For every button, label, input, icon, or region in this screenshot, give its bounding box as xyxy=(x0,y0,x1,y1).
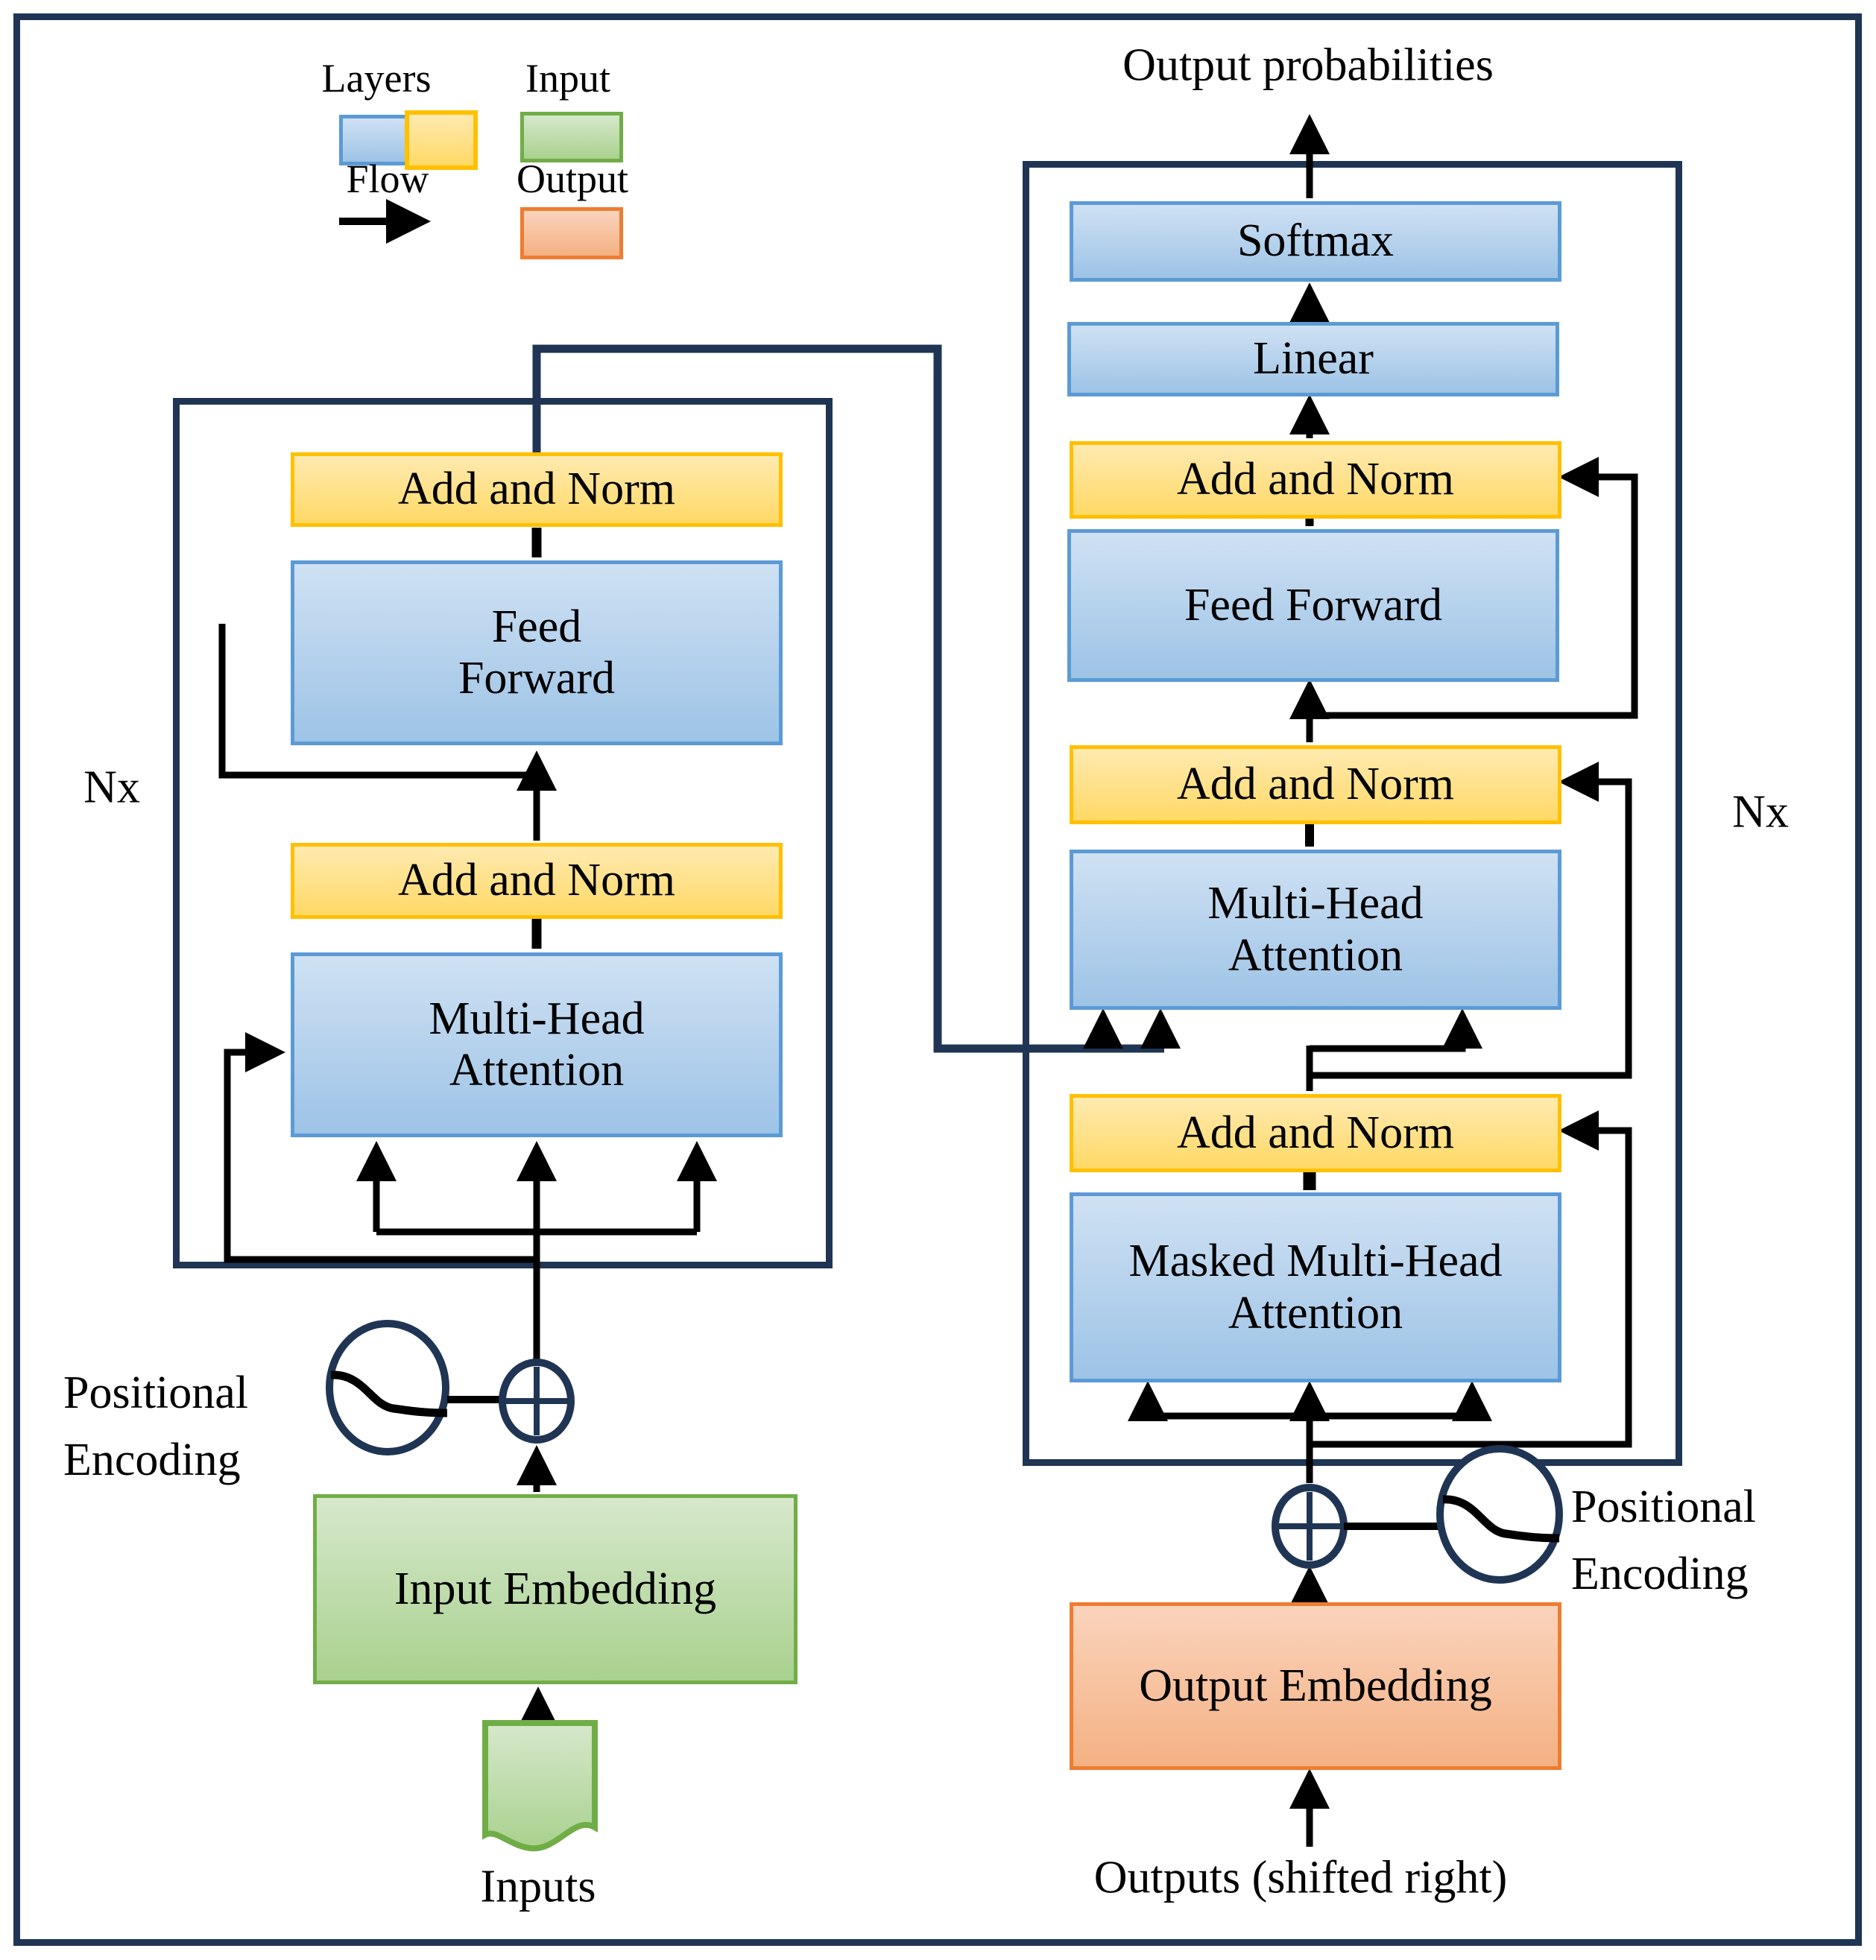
encoder-positional-line2: Encoding xyxy=(63,1435,241,1485)
decoder-positional-line1: Positional xyxy=(1571,1482,1757,1533)
decoder-mha-residual xyxy=(1310,762,1632,1079)
masked-mha-residual xyxy=(1310,1110,1632,1448)
encoder-add-norm-bottom-label: Add and Norm xyxy=(398,855,675,906)
encoder-mha-residual xyxy=(224,1032,537,1263)
decoder-add-norm-c-label: Add and Norm xyxy=(1177,1107,1454,1158)
decoder-add-norm-a-block: Add and Norm xyxy=(1070,441,1561,519)
masked-multi-head-attention-block: Masked Multi-Head Attention xyxy=(1070,1192,1561,1382)
addnormc-to-mha-arrow xyxy=(1310,1008,1482,1052)
legend-output-label: Output xyxy=(516,157,629,201)
encoder-multi-head-attention-block: Multi-Head Attention xyxy=(291,952,783,1137)
linear-label: Linear xyxy=(1253,333,1374,385)
decoder-positional-line2: Encoding xyxy=(1571,1549,1749,1599)
encoder-add-norm-top-label: Add and Norm xyxy=(398,464,675,515)
encoder-mha-line1: Multi-Head xyxy=(429,993,645,1044)
decoder-plus-icon xyxy=(1272,1484,1348,1569)
encoder-nx-label: Nx xyxy=(83,762,140,813)
decoder-positional-encoding-label: Positional Encoding xyxy=(1571,1474,1756,1608)
outer-border xyxy=(13,13,1862,1946)
decoder-add-norm-b-block: Add and Norm xyxy=(1070,745,1561,824)
encoder-mha-line2: Attention xyxy=(449,1045,625,1096)
outputs-label: Outputs (shifted right) xyxy=(1093,1852,1508,1903)
decoder-mha-line2: Attention xyxy=(1228,929,1403,981)
encoder-ff-residual xyxy=(218,624,537,779)
decoder-mha-label: Multi-Head Attention xyxy=(1207,878,1423,981)
encoder-stack-border xyxy=(173,398,833,1268)
encoder-to-decoder-connector xyxy=(532,344,1164,1053)
legend-input-label: Input xyxy=(525,56,610,101)
encoder-positional-line1: Positional xyxy=(63,1368,249,1419)
decoder-stack-border xyxy=(1023,161,1682,1466)
encoder-add-norm-bottom-block: Add and Norm xyxy=(291,843,783,919)
masked-mha-line2: Attention xyxy=(1228,1287,1403,1338)
inputs-document-icon xyxy=(482,1720,598,1852)
encoder-feed-forward-block: Feed Forward xyxy=(291,560,783,745)
input-embedding-label: Input Embedding xyxy=(394,1563,717,1614)
legend-layers-label: Layers xyxy=(321,56,432,101)
legend-flow-label: Flow xyxy=(346,157,429,201)
softmax-block: Softmax xyxy=(1070,201,1561,282)
legend-output-orange-swatch xyxy=(520,207,623,259)
encoder-add-norm-top-block: Add and Norm xyxy=(291,452,783,527)
encoder-mha-label: Multi-Head Attention xyxy=(429,993,644,1097)
encoder-plus-icon xyxy=(499,1359,575,1444)
encoder-feed-forward-label: Feed Forward xyxy=(458,601,615,705)
masked-mha-label: Masked Multi-Head Attention xyxy=(1128,1236,1502,1339)
output-embedding-label: Output Embedding xyxy=(1139,1660,1492,1711)
encoder-ff-line1: Feed xyxy=(491,601,582,652)
output-probabilities-label: Output probabilities xyxy=(1122,39,1494,91)
output-embedding-block: Output Embedding xyxy=(1070,1602,1561,1770)
input-embedding-block: Input Embedding xyxy=(313,1494,798,1684)
decoder-feed-forward-label: Feed Forward xyxy=(1184,579,1443,630)
encoder-ff-line2: Forward xyxy=(458,653,616,704)
inputs-label: Inputs xyxy=(480,1861,596,1912)
masked-mha-line1: Masked Multi-Head xyxy=(1128,1236,1503,1287)
softmax-label: Softmax xyxy=(1237,215,1395,267)
decoder-add-norm-a-label: Add and Norm xyxy=(1177,454,1454,505)
decoder-nx-label: Nx xyxy=(1732,786,1789,838)
decoder-add-norm-b-label: Add and Norm xyxy=(1177,759,1454,810)
linear-block: Linear xyxy=(1067,322,1559,396)
encoder-positional-encoding-label: Positional Encoding xyxy=(63,1360,248,1494)
legend-layer-yellow-swatch xyxy=(405,110,478,170)
decoder-mha-line1: Multi-Head xyxy=(1207,878,1424,929)
decoder-positional-encoding-icon xyxy=(1436,1445,1563,1584)
encoder-positional-encoding-icon xyxy=(326,1320,449,1455)
legend-input-green-swatch xyxy=(520,112,623,162)
decoder-feed-forward-block: Feed Forward xyxy=(1067,529,1559,682)
decoder-ff-residual xyxy=(1310,457,1638,719)
decoder-add-norm-c-block: Add and Norm xyxy=(1070,1094,1561,1172)
decoder-multi-head-attention-block: Multi-Head Attention xyxy=(1070,850,1561,1010)
